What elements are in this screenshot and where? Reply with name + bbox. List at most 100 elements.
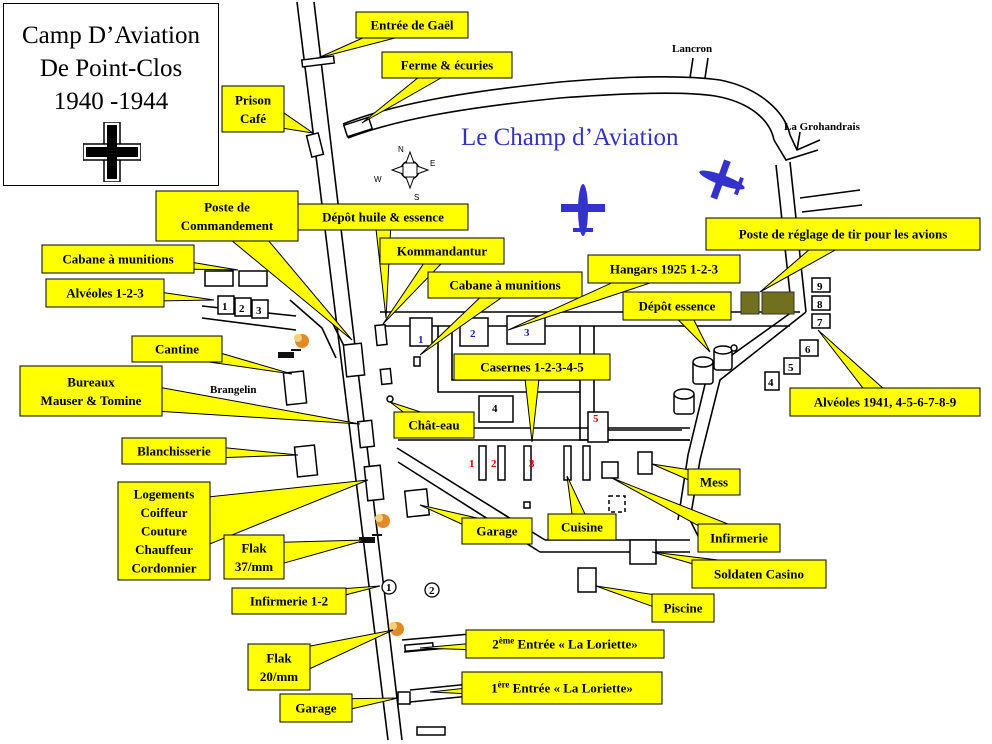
callout-label: 20/mm (260, 669, 298, 684)
balkenkreuz-icon (83, 122, 141, 182)
callout-label: 37/mm (235, 559, 273, 574)
callout-infirmerie: Infirmerie (611, 477, 781, 553)
callout-label: Coiffeur (141, 505, 188, 520)
entrance-label: Entrée « La Loriette» (509, 681, 632, 696)
callout-entree-1: 1ère Entrée « La Loriette» (429, 671, 663, 705)
callout-infirmerie-12: Infirmerie 1-2 (231, 585, 381, 615)
callout-fill (463, 673, 661, 703)
callout-fill (225, 536, 283, 578)
place-lancron: Lancron (672, 43, 713, 55)
callout-fill (467, 631, 663, 657)
flak-explosion-icon (389, 622, 404, 636)
callout-fill (157, 192, 297, 240)
buildings (204, 116, 831, 705)
callout-label: Cabane à munitions (62, 252, 173, 267)
callout-label: Cantine (155, 342, 199, 357)
callout-label: Cabane à munitions (449, 278, 560, 293)
callout-pointer (374, 216, 392, 319)
callout-hangars: Hangars 1925 1-2-3 (507, 254, 741, 331)
callout-blanchisserie: Blanchisserie (121, 437, 299, 465)
callout-flak-20: Flak 20/mm (247, 629, 394, 691)
callout-depot-huile: Dépôt huile & essence (297, 203, 469, 319)
hangar-numbers: 1 2 3 (418, 327, 530, 346)
hangar-number: 1 (418, 334, 424, 346)
callout-label: Café (240, 111, 266, 126)
flak-explosion-icon (294, 334, 309, 348)
callout-fill (549, 515, 615, 539)
callout-fill (707, 219, 979, 249)
place-la-grohandrais: La Grohandrais (784, 121, 860, 133)
caserne-number: 3 (529, 458, 535, 470)
callout-label: Cordonnier (132, 561, 197, 576)
alveole-1941-number: 8 (817, 299, 823, 311)
callout-cabane-munitions-1: Cabane à munitions (41, 244, 239, 274)
callout-label: Bureaux (67, 374, 115, 389)
alveole-1941-number: 7 (817, 317, 823, 329)
callout-label: Infirmerie (710, 531, 768, 546)
callout-fill (381, 239, 503, 263)
callout-fill (119, 483, 209, 579)
place-brangelin: Brangelin (210, 384, 257, 396)
callout-fill (133, 337, 221, 361)
flak-gun-icon (278, 349, 301, 358)
callout-label: Dépôt essence (639, 299, 716, 314)
road-network (201, 1, 863, 741)
callout-fill (693, 561, 825, 587)
compass-e: E (430, 159, 435, 168)
callout-depot-essence: Dépôt essence (622, 291, 732, 353)
callout-label: Garage (476, 524, 517, 539)
title-line-3: 1940 -1944 (53, 88, 169, 115)
alveole-1941-number: 5 (788, 362, 794, 374)
callout-cuisine: Cuisine (547, 475, 617, 541)
callout-chateau: Chât-eau (389, 401, 475, 439)
alveole-number: 1 (222, 301, 228, 313)
callout-label: Piscine (664, 601, 703, 616)
infirmerie-number: 2 (429, 585, 435, 597)
callout-label: Chauffeur (135, 542, 193, 557)
target-post (740, 291, 795, 315)
callout-alveoles-1941: Alvéoles 1941, 4-5-6-7-8-9 (789, 329, 981, 417)
entrance-number: 1 (491, 681, 498, 696)
callout-kommandantur: Kommandantur (379, 237, 505, 325)
callout-fill (123, 439, 225, 463)
callout-fill (689, 470, 739, 494)
callout-fill (43, 246, 193, 272)
callout-label: Dépôt huile & essence (322, 210, 444, 225)
callout-label: Blanchisserie (137, 444, 211, 459)
callout-label: Alvéoles 1941, 4-5-6-7-8-9 (814, 395, 957, 410)
callout-fill (249, 645, 309, 689)
compass-s: S (414, 193, 419, 202)
callout-mess: Mess (651, 463, 741, 496)
callout-fill (699, 525, 779, 551)
callout-piscine: Piscine (595, 585, 715, 623)
entrance-ordinal: ère (498, 680, 510, 690)
callout-fill (455, 355, 609, 379)
callout-casernes: Casernes 1-2-3-4-5 (453, 353, 611, 443)
callout-alveoles-123: Alvéoles 1-2-3 (45, 278, 215, 308)
callout-label: Ferme & écuries (401, 58, 493, 73)
callout-label: Casernes 1-2-3-4-5 (480, 360, 584, 375)
flak-explosion-icon (375, 514, 390, 528)
callout-entree-gael: Entrée de Gaël (317, 11, 469, 59)
plane-icon (699, 159, 745, 200)
callout-label: Logements (134, 487, 195, 502)
callout-label: Flak (266, 650, 292, 665)
alveole-1941-number: 4 (768, 377, 774, 389)
callout-fill (299, 205, 467, 229)
callout-label: Mauser & Tomine (41, 393, 142, 408)
hangar-number: 3 (524, 327, 530, 339)
callout-label: 2ème Entrée « La Loriette» (492, 636, 637, 652)
plane-icon (561, 184, 605, 236)
alveole-number: 3 (256, 305, 262, 317)
flak-gun-icon (359, 534, 382, 543)
callout-garage-1: Garage (419, 504, 533, 545)
callout-fill (47, 280, 163, 306)
callout-fill (463, 519, 531, 543)
callout-fill (21, 367, 161, 415)
compass-n: N (398, 145, 404, 154)
callout-fill (624, 293, 730, 319)
